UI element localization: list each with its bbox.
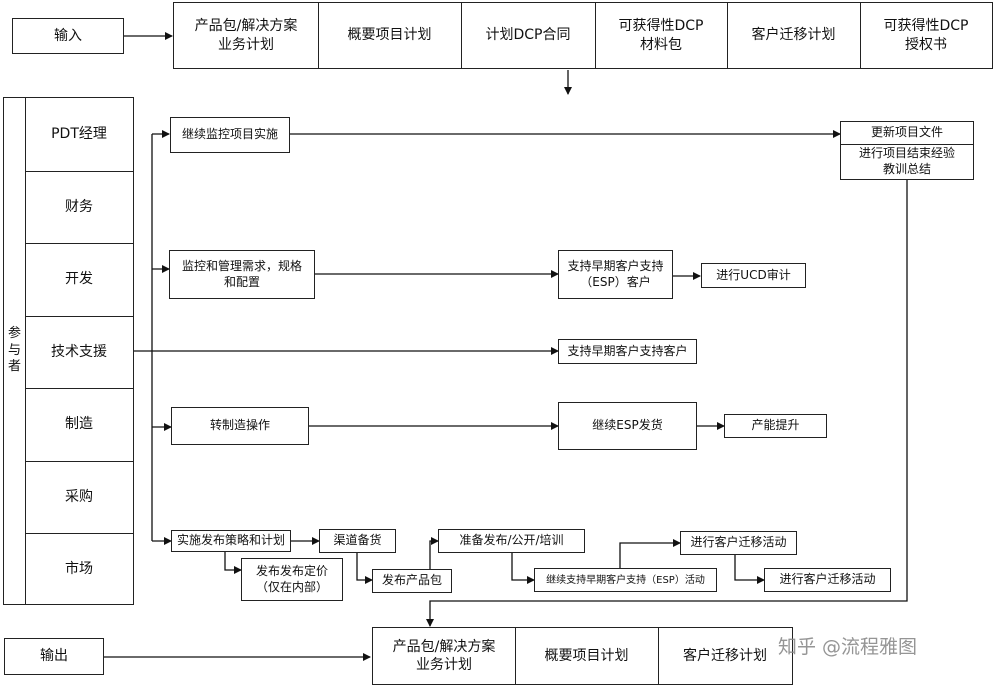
activity-publish-package: 发布产品包 [372,569,452,593]
input-item: 可获得性DCP 材料包 [618,18,704,53]
watermark-text: 知乎 @流程雅图 [778,636,918,658]
participants-title: 参 与 者 [7,325,21,375]
input-item: 客户迁移计划 [751,27,836,44]
activity-transfer-manufacturing: 转制造操作 [171,407,309,445]
participant-procurement: 采购 [65,488,93,505]
activity-channel-stock: 渠道备货 [319,529,396,553]
participant-manufacturing: 制造 [65,416,93,433]
output-item: 产品包/解决方案 业务计划 [392,638,496,673]
activity-prepare-launch: 准备发布/公开/培训 [438,529,585,553]
activity-continue-monitor: 继续监控项目实施 [170,117,290,153]
input-deliverables-row: 产品包/解决方案 业务计划 概要项目计划 计划DCP合同 可获得性DCP 材料包… [173,2,993,69]
participant-pdt-manager: PDT经理 [51,126,107,143]
output-label: 输出 [4,638,104,675]
activity-support-esp-customer: 支持早期客户支持 （ESP）客户 [558,250,673,299]
activity-monitor-requirements: 监控和管理需求，规格 和配置 [169,250,315,299]
participant-finance: 财务 [65,198,93,215]
activity-project-review: 进行项目结束经验 教训总结 [840,144,974,180]
participants-panel: 参 与 者 PDT经理 财务 开发 技术支援 制造 采购 市场 [3,97,134,605]
input-item: 概要项目计划 [347,27,432,44]
output-item: 客户迁移计划 [683,647,767,664]
participant-marketing: 市场 [65,561,93,578]
input-item: 计划DCP合同 [485,27,571,44]
activity-customer-migration-1: 进行客户迁移活动 [680,531,797,555]
input-label: 输入 [12,18,124,54]
activity-customer-migration-2: 进行客户迁移活动 [764,568,891,592]
participant-tech-support: 技术支援 [51,343,107,360]
output-deliverables-row: 产品包/解决方案 业务计划 概要项目计划 客户迁移计划 [372,627,793,685]
output-item: 概要项目计划 [544,647,629,664]
input-item: 可获得性DCP 授权书 [883,18,969,53]
activity-closure-group: 更新项目文件 进行项目结束经验 教训总结 [840,121,974,180]
activity-capacity-ramp: 产能提升 [724,414,827,438]
activity-publish-pricing: 发布发布定价 （仅在内部） [241,558,343,601]
activity-implement-launch: 实施发布策略和计划 [171,530,291,552]
activity-continue-esp-shipping: 继续ESP发货 [558,402,697,450]
activity-continue-esp-activity: 继续支持早期客户支持（ESP）活动 [534,568,717,592]
input-item: 产品包/解决方案 业务计划 [194,18,298,53]
activity-update-docs: 更新项目文件 [840,121,974,145]
activity-ucd-review: 进行UCD审计 [701,263,806,288]
watermark: 知乎 @流程雅图 [778,632,917,659]
participant-development: 开发 [65,271,93,288]
activity-support-early-customer: 支持早期客户支持客户 [558,339,697,364]
